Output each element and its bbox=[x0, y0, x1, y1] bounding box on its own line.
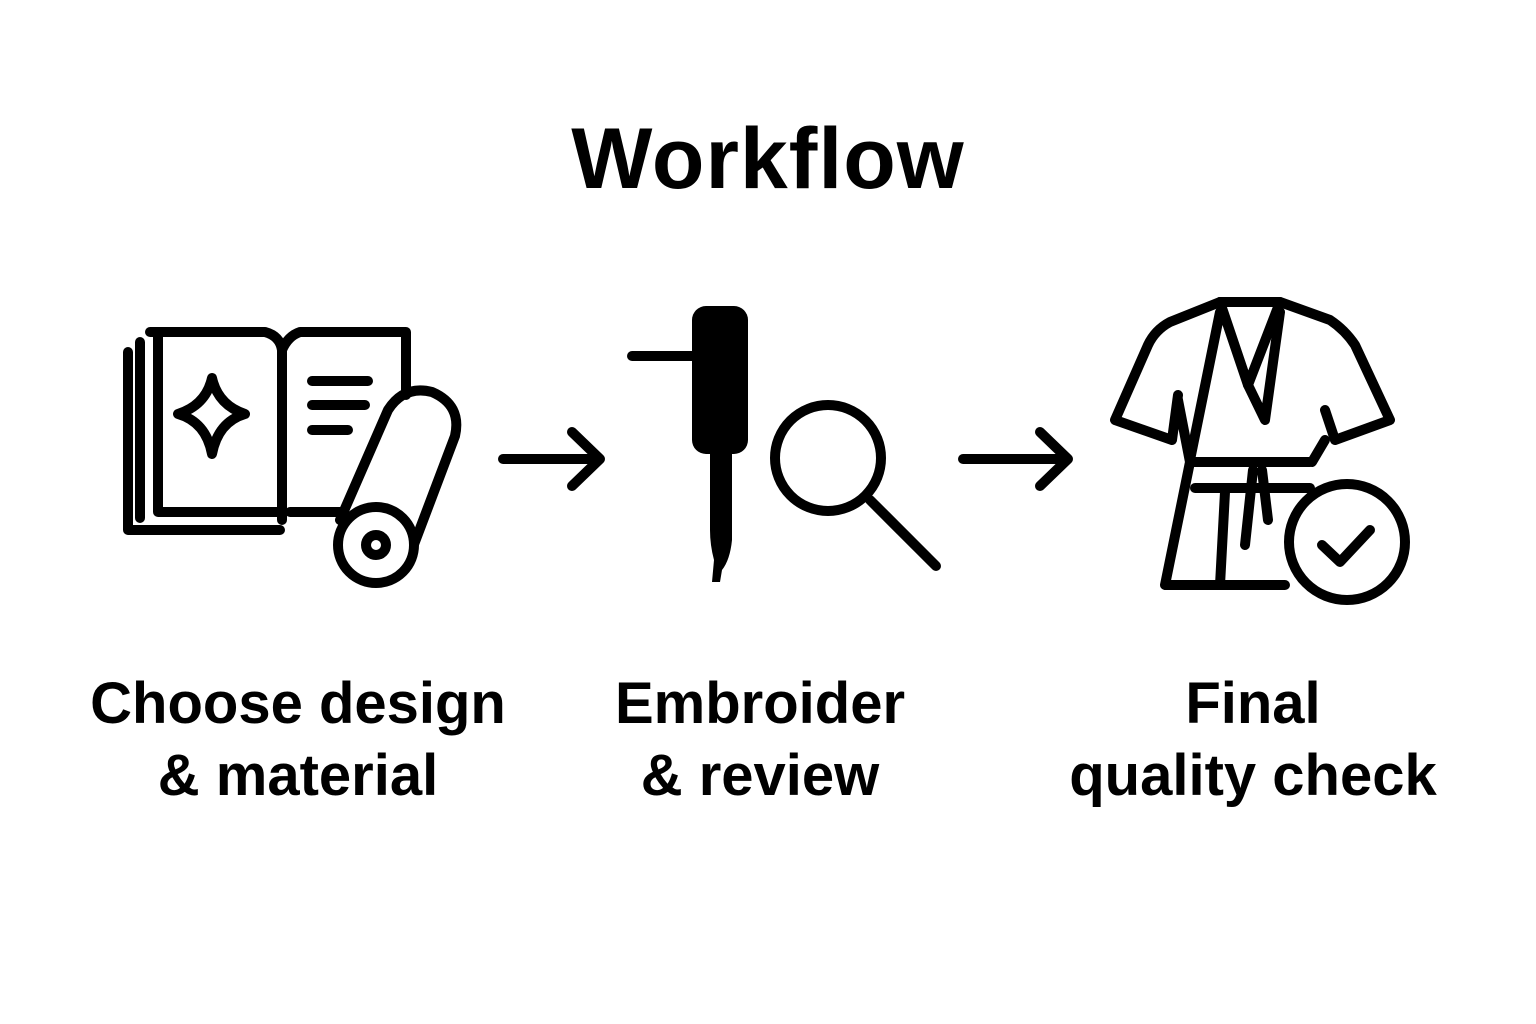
arrow-right-icon bbox=[498, 427, 605, 491]
step-label-final: Final quality check bbox=[1030, 668, 1476, 812]
step-label-line: & review bbox=[640, 743, 880, 808]
step-label-choose: Choose design & material bbox=[68, 668, 528, 812]
step-label-line: Embroider bbox=[614, 671, 906, 736]
needle-magnifier-icon bbox=[627, 306, 941, 582]
step-label-line: quality check bbox=[1069, 743, 1437, 808]
robe-check-icon bbox=[1110, 297, 1410, 605]
step-label-line: & material bbox=[157, 743, 439, 808]
arrow-right-icon bbox=[958, 427, 1073, 491]
step-label-line: Choose design bbox=[90, 671, 506, 736]
diagram-title: Workflow bbox=[571, 111, 965, 207]
step-label-embroider: Embroider & review bbox=[560, 668, 960, 812]
book-fabric-roll-icon bbox=[123, 327, 462, 588]
step-label-line: Final bbox=[1185, 671, 1321, 736]
